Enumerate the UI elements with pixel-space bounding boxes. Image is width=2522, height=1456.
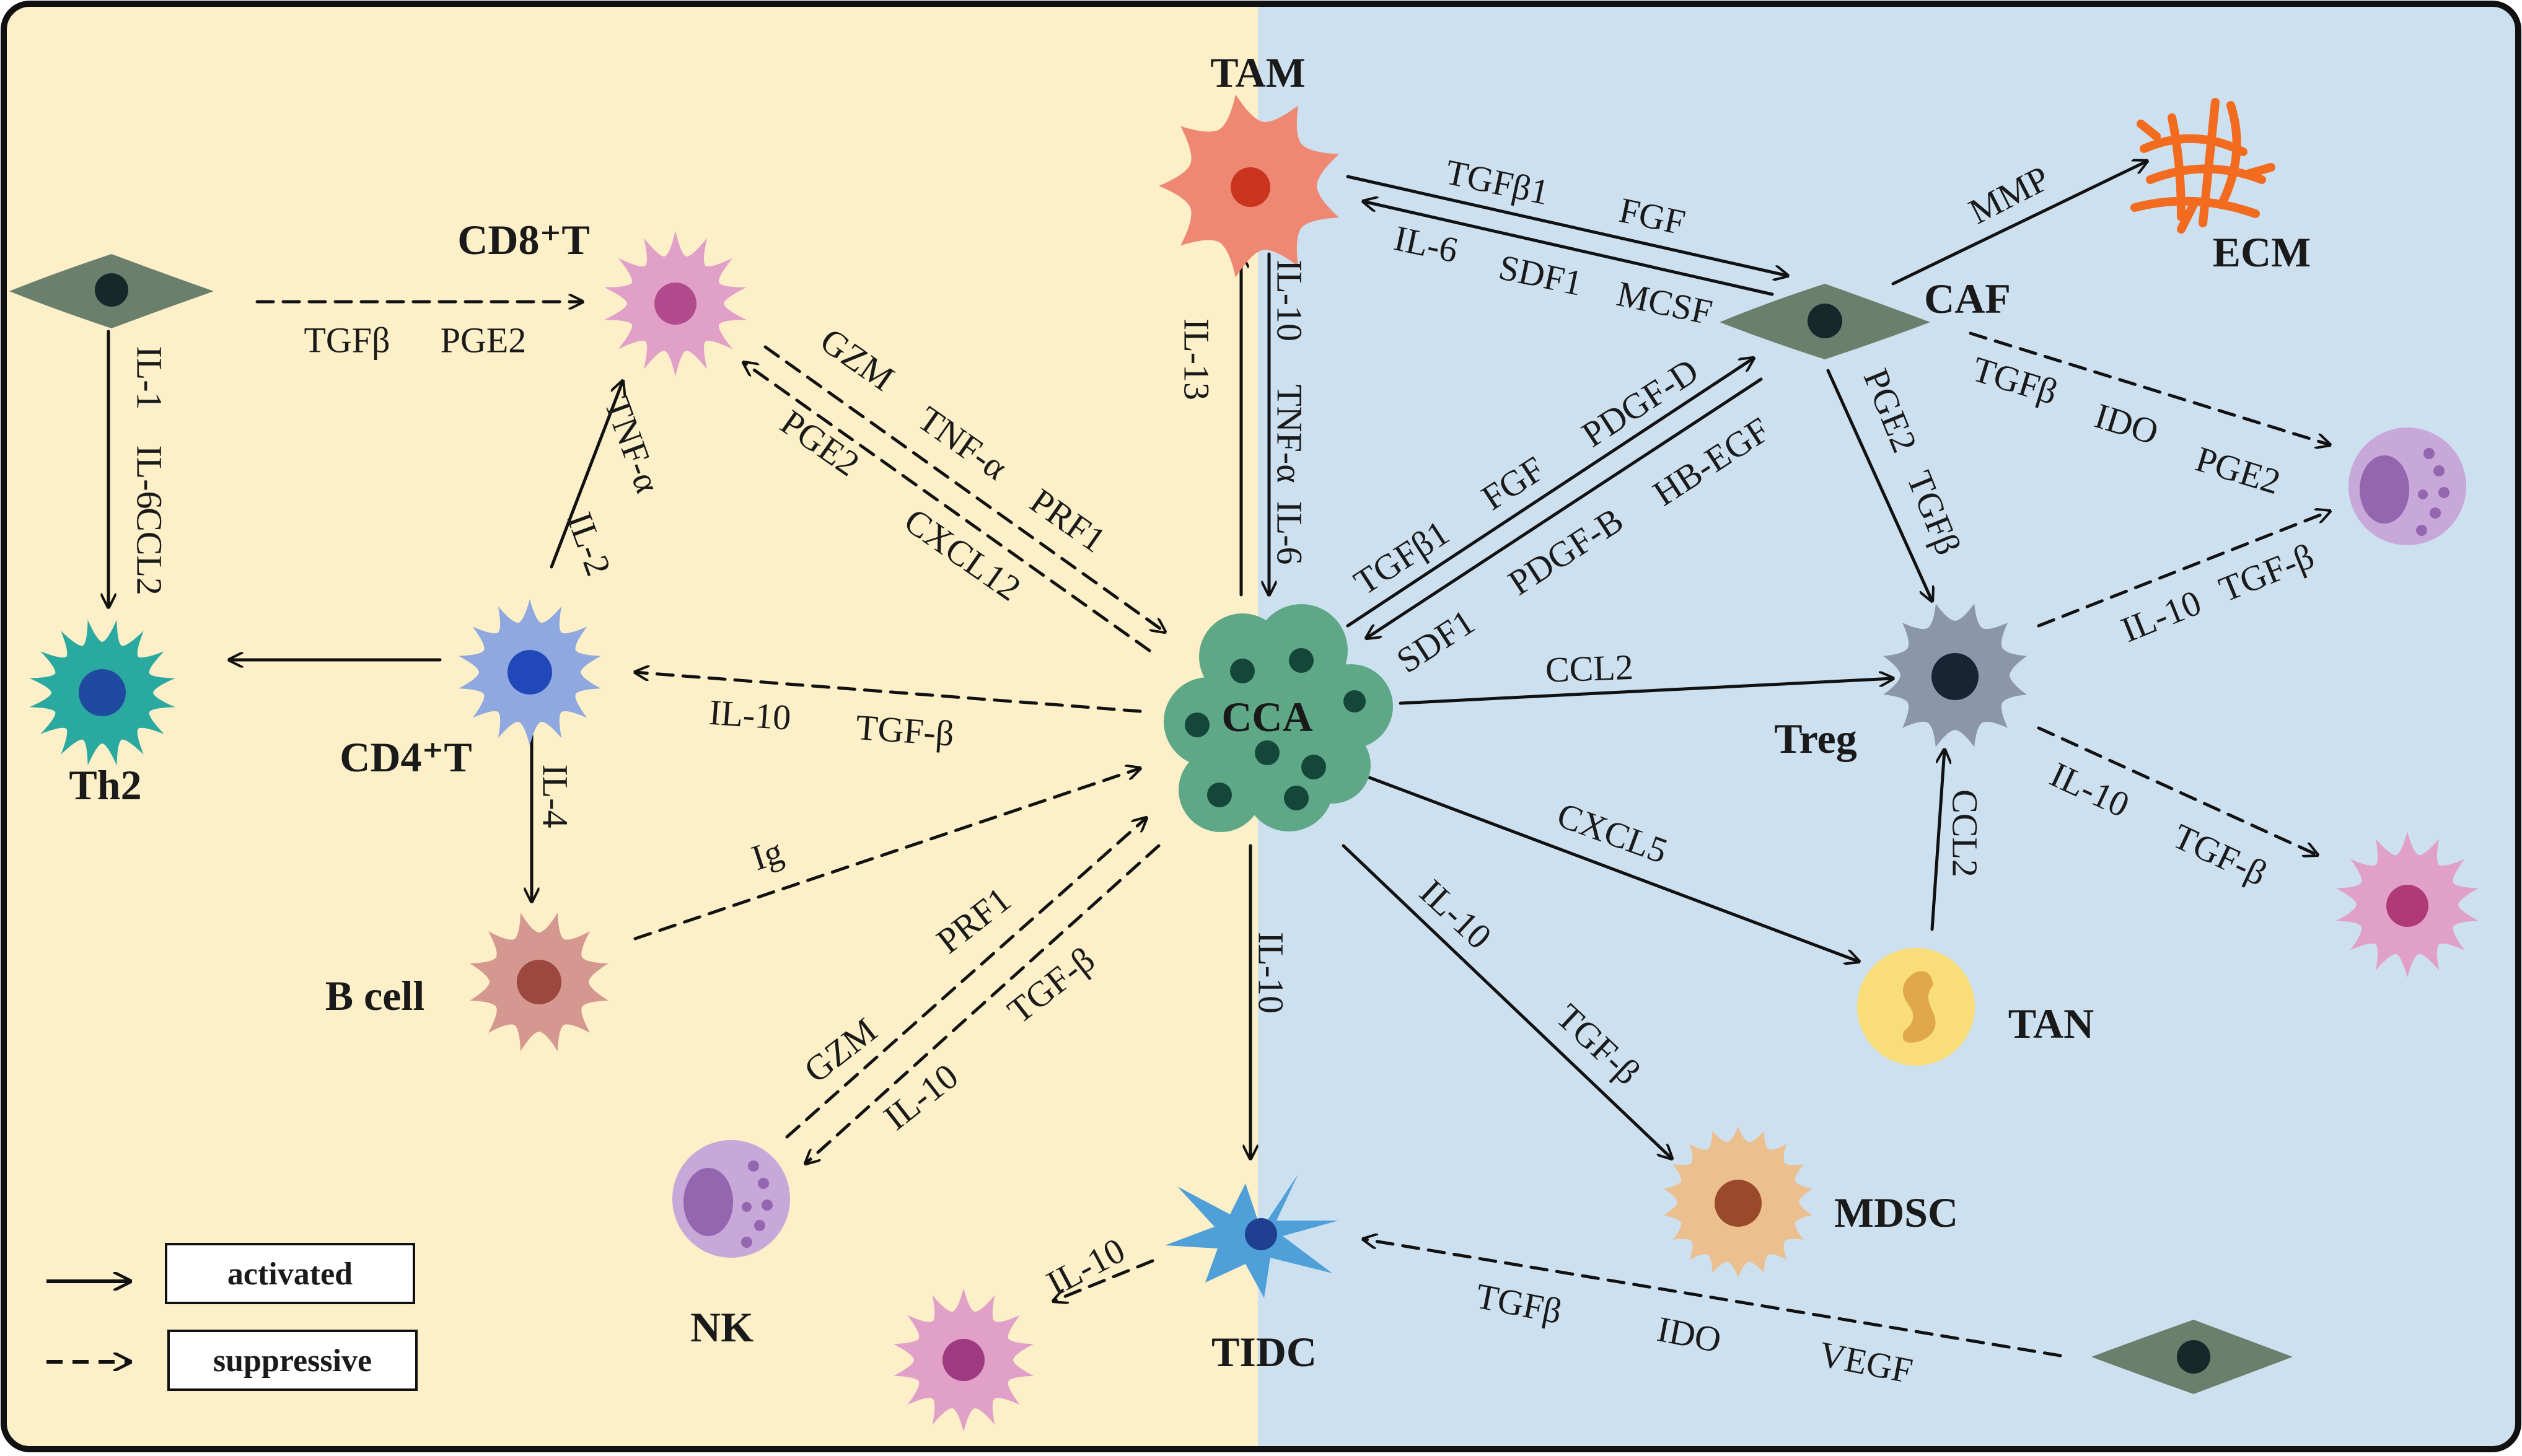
signal-cca-cd4-1: TGF-β xyxy=(855,707,956,754)
right-panel-background xyxy=(1258,4,2518,1449)
signal-cca-tam-0: IL-13 xyxy=(1177,318,1217,400)
b-cell xyxy=(470,913,609,1051)
legend-activated-label: activated xyxy=(227,1256,353,1292)
arrow-caf-ecm xyxy=(1891,161,2147,286)
bcell-label: B cell xyxy=(325,972,425,1019)
th2-cell xyxy=(29,620,175,766)
tan-cell xyxy=(1857,948,1975,1066)
tan-label: TAN xyxy=(2008,1000,2094,1047)
cd8-t-cell xyxy=(604,230,747,377)
cell-names: TAM CD8⁺T CAF ECM Th2 CD4⁺T CCA Treg B c… xyxy=(69,49,2311,1375)
arrow-nk-cca xyxy=(785,818,1146,1139)
tidc-label: TIDC xyxy=(1211,1328,1317,1375)
signal-tam-cca-2: IL-6 xyxy=(1270,501,1310,564)
arrow-caf-mono xyxy=(1969,331,2330,445)
caf-cell xyxy=(1720,284,1930,359)
arrow-cca-caf xyxy=(1346,358,1754,628)
fibroblast-bottom-right xyxy=(2091,1320,2293,1394)
signal-fib-cd8-0: TGFβ xyxy=(304,320,390,360)
cca-label: CCA xyxy=(1221,693,1312,740)
signal-tan-treg-0: CCL2 xyxy=(1945,789,1985,877)
legend-suppressive-box xyxy=(167,1330,418,1391)
fibroblast-left xyxy=(9,254,214,328)
arrow-treg-pink xyxy=(2037,726,2318,855)
nk-cell xyxy=(672,1140,790,1258)
pink-cell-right xyxy=(2336,831,2479,978)
arrow-caf-treg xyxy=(1826,369,1932,601)
legend-activated-box xyxy=(165,1243,415,1304)
pink-cell-bottom xyxy=(893,1288,1034,1432)
legend-suppressive-label: suppressive xyxy=(213,1343,372,1379)
th2-label: Th2 xyxy=(69,761,141,809)
legend: activated suppressive xyxy=(46,1243,418,1391)
arrow-tam-caf xyxy=(1346,175,1788,276)
mdsc-cell xyxy=(1663,1126,1813,1278)
arrow-bcell-cca xyxy=(633,768,1140,941)
arrow-caf-tam xyxy=(1363,201,1774,296)
signal-tam-cca-1: TNF-α xyxy=(1270,384,1310,483)
treg-label: Treg xyxy=(1774,715,1856,762)
left-panel-background xyxy=(4,4,1258,1449)
arrow-cca-treg xyxy=(1399,678,1893,705)
signal-cca-cd4-0: IL-10 xyxy=(708,692,792,738)
tidc-cell xyxy=(1165,1174,1338,1298)
nk-label: NK xyxy=(690,1304,754,1351)
signal-fib-th2-2: CCL2 xyxy=(130,507,170,595)
mdsc-label: MDSC xyxy=(1834,1189,1958,1236)
signal-tam-cca-0: IL-10 xyxy=(1270,260,1310,341)
signal-fib-cd8-1: PGE2 xyxy=(441,320,527,360)
tam-label: TAM xyxy=(1210,49,1306,96)
arrow-tan-treg xyxy=(1930,750,1944,931)
arrow-caf-cca xyxy=(1366,377,1763,638)
arrow-fib-tidc xyxy=(1363,1239,2062,1357)
tam-cell xyxy=(1159,94,1339,278)
signal-cd4-bcell-0: IL-4 xyxy=(535,764,576,828)
cd4-label: CD4⁺T xyxy=(340,734,472,781)
cd8-label: CD8⁺T xyxy=(457,216,589,263)
arrow-cd4-cd8 xyxy=(550,381,623,569)
arrow-cca-tan xyxy=(1368,776,1859,962)
signal-fib-th2-1: IL-6 xyxy=(130,445,170,509)
arrow-treg-mono xyxy=(2037,511,2330,628)
treg-cell xyxy=(1883,603,2027,747)
signal-fib-th2-0: IL-1 xyxy=(130,346,170,410)
arrow-cca-mdsc xyxy=(1342,844,1672,1159)
arrow-tidc-pink xyxy=(1053,1259,1154,1301)
signal-cca-tidc-0: IL-10 xyxy=(1251,932,1291,1014)
arrow-cd8-cca-a xyxy=(763,345,1165,632)
cca-tumor-cluster xyxy=(1164,604,1393,832)
arrow-cca-cd4 xyxy=(635,672,1142,713)
ecm-fibers xyxy=(2130,98,2275,234)
cells xyxy=(9,94,2479,1432)
caf-label: CAF xyxy=(1924,275,2011,322)
arrow-cca-cd8-a xyxy=(744,362,1151,652)
arrows xyxy=(108,161,2330,1357)
signal-cca-treg-0: CCL2 xyxy=(1545,647,1634,690)
ecm-label: ECM xyxy=(2213,229,2311,276)
cd4-t-cell xyxy=(459,599,601,745)
monocyte-right xyxy=(2348,428,2466,545)
arrow-cca-nk xyxy=(806,844,1161,1164)
